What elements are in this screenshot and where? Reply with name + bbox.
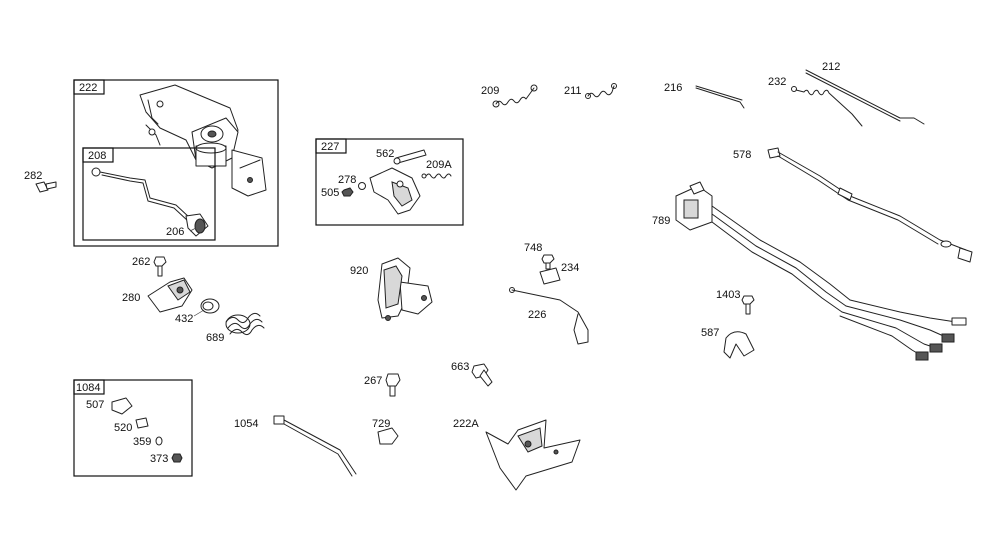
label-373: 373 [150,453,168,465]
lever-part [369,167,421,215]
label-587: 587 [701,327,719,339]
label-578: 578 [733,149,751,161]
label-234: 234 [561,262,579,274]
group-222: 222 208 2 [73,79,279,247]
label-789: 789 [652,215,670,227]
label-505: 505 [321,187,339,199]
throttle-link-part [91,167,191,222]
rod-216: 216 [664,82,745,109]
label-222: 222 [79,82,97,94]
label-208: 208 [88,150,106,162]
label-280: 280 [122,292,140,304]
screw-282: 282 [24,170,57,193]
collar-432: 432 [175,298,220,325]
spring-689: 689 [206,312,265,344]
label-520: 520 [114,422,132,434]
label-1403: 1403 [716,289,740,301]
control-bracket-part [139,84,267,197]
label-729: 729 [372,418,390,430]
rod-212: 212 [805,61,925,125]
spring-232: 232 [768,76,863,127]
label-1084: 1084 [76,382,100,394]
label-432: 432 [175,313,193,325]
label-227: 227 [321,141,339,153]
label-209: 209 [481,85,499,97]
harness-789: 789 [652,181,967,361]
spring-209A-part [421,173,452,179]
label-211: 211 [564,85,582,97]
label-278: 278 [338,174,356,186]
label-920: 920 [350,265,368,277]
group-208-frame [82,147,216,241]
label-222A: 222A [453,418,479,430]
label-267: 267 [364,375,382,387]
label-562: 562 [376,148,394,160]
clip-748-234: 748 234 [524,242,579,285]
spring-209: 209 [481,84,538,108]
label-359: 359 [133,436,151,448]
label-206: 206 [166,226,184,238]
bracket-280: 280 [122,277,193,313]
label-282: 282 [24,170,42,182]
label-689: 689 [206,332,224,344]
clip-729: 729 [372,418,399,445]
label-262: 262 [132,256,150,268]
knob-206-part [185,213,209,237]
group-227-tag [315,138,347,154]
group-1084: 1084 507 520 359 373 [73,379,193,477]
pin-562-part [393,149,427,165]
label-1054: 1054 [234,418,258,430]
group-222-frame [73,79,279,247]
label-216: 216 [664,82,682,94]
label-663: 663 [451,361,469,373]
cable-tie-1054: 1054 [234,415,357,477]
label-748: 748 [524,242,542,254]
group-227-frame [315,138,464,226]
bolt-663: 663 [451,361,493,387]
label-507: 507 [86,399,104,411]
bracket-222A: 222A [453,418,581,491]
group-1084-tag [73,379,105,395]
label-212: 212 [822,61,840,73]
spring-211: 211 [564,83,617,99]
label-232: 232 [768,76,786,88]
group-227: 227 562 209A 278 505 [315,138,464,226]
bolt-267: 267 [364,373,401,397]
label-226: 226 [528,309,546,321]
group-222-tag [73,79,105,95]
link-226: 226 [509,287,589,345]
bolt-262: 262 [132,256,167,277]
cable-578: 578 [733,147,973,263]
bracket-920: 920 [350,257,433,321]
clamp-587: 587 [701,327,755,359]
group-1084-frame [73,379,193,477]
label-209A: 209A [426,159,452,171]
group-208-tag [82,147,114,163]
bolt-1403: 1403 [716,289,755,315]
